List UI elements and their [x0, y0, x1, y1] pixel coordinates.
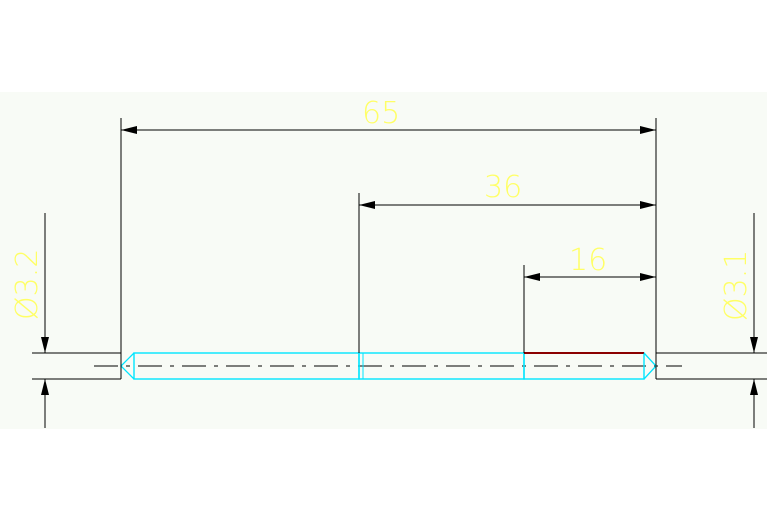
diameter-label-left: Ø3.2: [10, 249, 45, 320]
dimension-label-65: 65: [362, 96, 400, 131]
shaft-segment-3: [523, 352, 645, 380]
dimension-label-36: 36: [484, 170, 522, 205]
dimension-label-16: 16: [569, 243, 607, 278]
diameter-label-right: Ø3.1: [719, 250, 754, 321]
